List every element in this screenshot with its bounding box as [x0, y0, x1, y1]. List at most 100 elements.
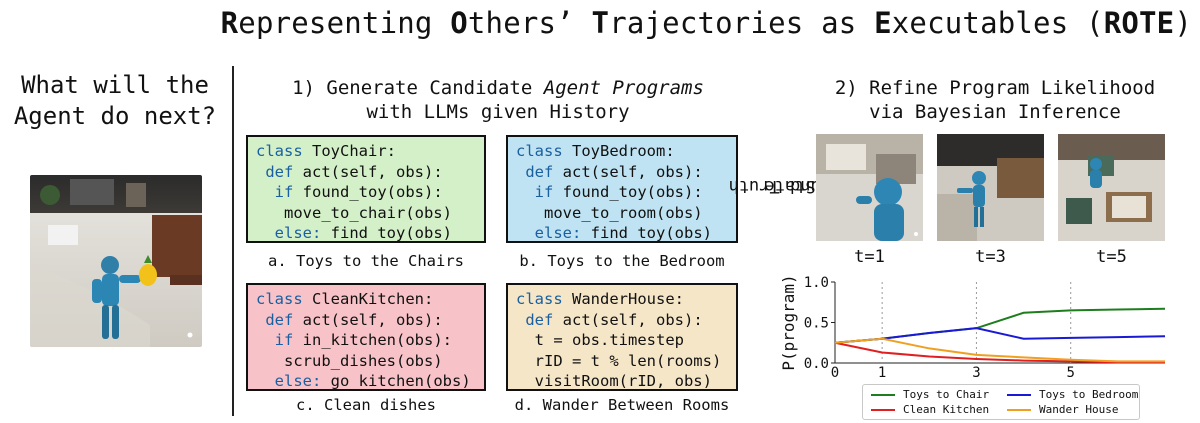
x-tick-label: 5	[1066, 365, 1074, 381]
code-line: def act(self, obs):	[256, 162, 476, 183]
x-tick-label: 3	[972, 365, 980, 381]
code-line: if found_toy(obs):	[516, 182, 728, 203]
timestep-label-3: t=3	[975, 247, 1006, 267]
legend-label: Wander House	[1039, 403, 1119, 416]
caption-b: b. Toys to the Bedroom	[519, 252, 725, 270]
step1-italic-term: Agent Programs	[543, 77, 704, 99]
caption-c: c. Clean dishes	[296, 396, 436, 414]
code-keyword: def	[525, 310, 554, 329]
series-line-wander-house	[834, 337, 1165, 363]
column-divider	[232, 66, 234, 416]
state-image-t1	[816, 134, 923, 241]
title-text-1: thers’	[467, 6, 592, 40]
code-text: CleanKitchen:	[302, 290, 434, 308]
title-text-0: epresenting	[238, 6, 451, 40]
program-box-toy-bedroom: class ToyBedroom: def act(self, obs): if…	[506, 135, 738, 243]
code-text: find_toy(obs)	[321, 224, 452, 242]
code-keyword: class	[256, 142, 303, 160]
title-bold-0: R	[220, 6, 239, 40]
code-text: rID = t % len(rooms)	[534, 351, 722, 370]
ground-truth-line-2: State	[764, 176, 816, 196]
code-keyword: else:	[274, 372, 322, 390]
question-line-1: What will the	[21, 71, 209, 99]
code-text: found_toy(obs):	[553, 183, 703, 201]
legend-label: Clean Kitchen	[903, 403, 990, 416]
step2-heading: 2) Refine Program Likelihood via Bayesia…	[800, 76, 1190, 124]
code-line: t = obs.timestep	[516, 330, 728, 351]
title-bold-2: T	[591, 6, 610, 40]
code-text: act(self, obs):	[293, 162, 443, 181]
x-tick-label: 1	[878, 365, 886, 381]
y-tick-label: 1.0	[804, 275, 829, 291]
code-keyword: class	[256, 290, 303, 308]
legend-label: Toys to Bedroom	[1039, 388, 1139, 401]
code-text: move_to_chair(obs)	[284, 203, 452, 222]
state-image-t5	[1058, 134, 1165, 241]
program-box-toy-chair: class ToyChair: def act(self, obs): if f…	[246, 135, 486, 243]
code-line: class ToyBedroom:	[516, 141, 728, 162]
state-image-t3	[937, 134, 1044, 241]
code-text: find_toy(obs)	[581, 224, 712, 242]
legend-item: Wander House	[1007, 403, 1118, 416]
question-text: What will the Agent do next?	[8, 70, 222, 132]
code-text: go_kitchen(obs)	[321, 372, 471, 390]
x-tick-label: 0	[831, 365, 839, 381]
caption-a: a. Toys to the Chairs	[268, 252, 464, 270]
series-line-clean-kitchen	[834, 341, 1165, 364]
title-text-2: rajectories as	[609, 6, 875, 40]
legend-swatch	[871, 393, 895, 396]
code-line: class CleanKitchen:	[256, 289, 476, 310]
code-line: else: find_toy(obs)	[516, 223, 728, 244]
code-line: def act(self, obs):	[516, 162, 728, 183]
series-line-toys-to-bedroom	[834, 327, 1166, 344]
diagram-title: Representing Others’ Trajectories as Exe…	[0, 6, 1200, 40]
code-text: move_to_room(obs)	[544, 203, 703, 222]
step2-line-1: 2) Refine Program Likelihood	[834, 77, 1156, 99]
code-line: if in_kitchen(obs):	[256, 330, 476, 351]
code-keyword: class	[516, 142, 563, 160]
code-line: visitRoom(rID, obs)	[516, 371, 728, 392]
agent-scene-image	[30, 175, 202, 347]
code-keyword: def	[525, 162, 554, 181]
legend-swatch	[1007, 393, 1031, 396]
title-text-3: xecutables (	[891, 6, 1104, 40]
legend-label: Toys to Chair	[903, 388, 990, 401]
step1-line-2: with LLMs given History	[366, 101, 630, 123]
legend-swatch	[1007, 408, 1031, 411]
code-text: visitRoom(rID, obs)	[534, 372, 712, 390]
timestep-label-1: t=1	[854, 247, 885, 267]
program-box-clean-kitchen: class CleanKitchen: def act(self, obs): …	[246, 283, 486, 391]
code-text: act(self, obs):	[553, 310, 703, 329]
legend-item: Toys to Chair	[871, 388, 989, 401]
code-line: if found_toy(obs):	[256, 182, 476, 203]
y-tick-label: 0.5	[804, 316, 829, 332]
title-bold-1: O	[450, 6, 468, 40]
y-axis-label: P(program)	[779, 274, 798, 370]
legend-item: Toys to Bedroom	[1007, 388, 1138, 401]
code-keyword: if	[274, 331, 294, 349]
code-line: rID = t % len(rooms)	[516, 351, 728, 372]
code-text: scrub_dishes(obs)	[284, 351, 443, 370]
title-bold-4: ROTE	[1103, 6, 1175, 40]
code-text: ToyBedroom:	[562, 142, 675, 160]
legend-swatch	[871, 408, 895, 411]
code-text: act(self, obs):	[553, 162, 703, 181]
code-text: found_toy(obs):	[293, 183, 443, 201]
code-line: def act(self, obs):	[256, 310, 476, 331]
code-line: else: go_kitchen(obs)	[256, 371, 476, 392]
code-line: def act(self, obs):	[516, 310, 728, 331]
code-text: ToyChair:	[302, 142, 396, 160]
timestep-label-5: t=5	[1096, 247, 1127, 267]
code-keyword: else:	[274, 224, 322, 242]
title-bold-3: E	[874, 6, 892, 40]
code-keyword: def	[265, 162, 294, 181]
code-text: WanderHouse:	[562, 290, 684, 308]
step2-line-2: via Bayesian Inference	[869, 101, 1121, 123]
code-line: class ToyChair:	[256, 141, 476, 162]
code-line: class WanderHouse:	[516, 289, 728, 310]
code-line: else: find_toy(obs)	[256, 223, 476, 244]
code-line: scrub_dishes(obs)	[256, 351, 476, 372]
